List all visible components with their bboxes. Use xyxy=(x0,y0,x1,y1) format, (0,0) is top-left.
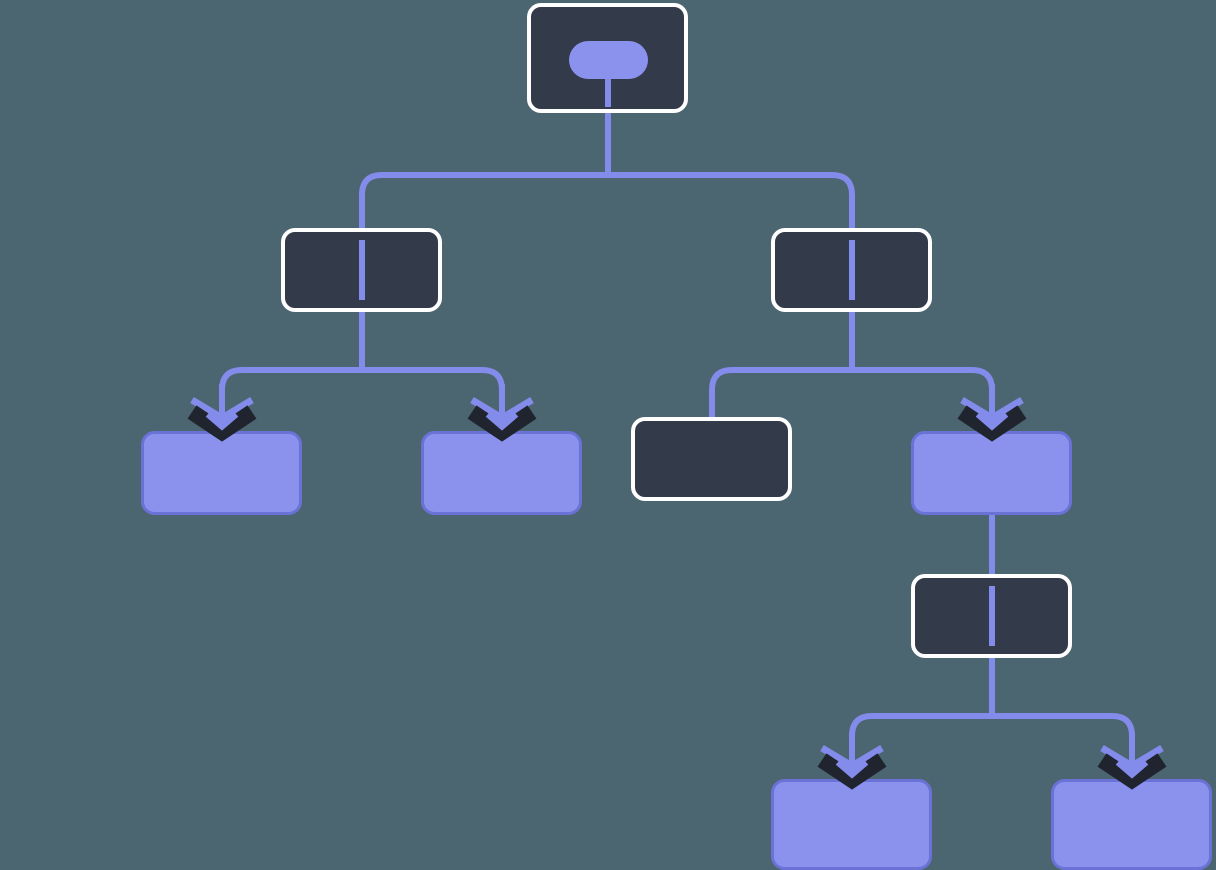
node-surface xyxy=(421,431,582,515)
node-surface xyxy=(1051,779,1212,870)
arrowhead-arrow-leaf-2 xyxy=(467,384,537,442)
node-pill-glyph xyxy=(569,41,648,79)
node-branch-left[interactable] xyxy=(281,228,442,312)
node-leaf-3[interactable] xyxy=(911,431,1072,515)
node-surface xyxy=(631,417,792,501)
node-sub-branch[interactable] xyxy=(911,574,1072,658)
chevron-light-front-icon xyxy=(485,411,519,431)
chevron-dark-icon xyxy=(957,405,1027,442)
node-leaf-1[interactable] xyxy=(141,431,302,515)
node-dark-leaf[interactable] xyxy=(631,417,792,501)
arrowhead-layer xyxy=(187,384,1167,790)
chevron-light-front-icon xyxy=(1115,759,1149,779)
chevron-dark-icon xyxy=(467,405,537,442)
arrowhead-arrow-leaf-1 xyxy=(187,384,257,442)
node-layer xyxy=(141,3,1212,870)
chevron-dark-icon xyxy=(1097,753,1167,790)
node-root[interactable] xyxy=(527,3,688,113)
node-leaf-4[interactable] xyxy=(771,779,932,870)
chevron-dark-icon xyxy=(187,405,257,442)
node-surface xyxy=(141,431,302,515)
arrowhead-arrow-leaf-4 xyxy=(817,732,887,790)
connector-edge-root-left xyxy=(359,172,608,240)
node-leaf-5[interactable] xyxy=(1051,779,1212,870)
node-surface xyxy=(911,431,1072,515)
connector-edge-root-right xyxy=(608,172,855,240)
connector-edge-branchright-darkleaf xyxy=(709,367,852,417)
chevron-dark-icon xyxy=(817,753,887,790)
arrowhead-arrow-leaf-3 xyxy=(957,384,1027,442)
node-leaf-2[interactable] xyxy=(421,431,582,515)
chevron-light-front-icon xyxy=(975,411,1009,431)
chevron-light-front-icon xyxy=(205,411,239,431)
node-branch-right[interactable] xyxy=(771,228,932,312)
arrowhead-arrow-leaf-5 xyxy=(1097,732,1167,790)
node-surface xyxy=(771,779,932,870)
chevron-light-front-icon xyxy=(835,759,869,779)
